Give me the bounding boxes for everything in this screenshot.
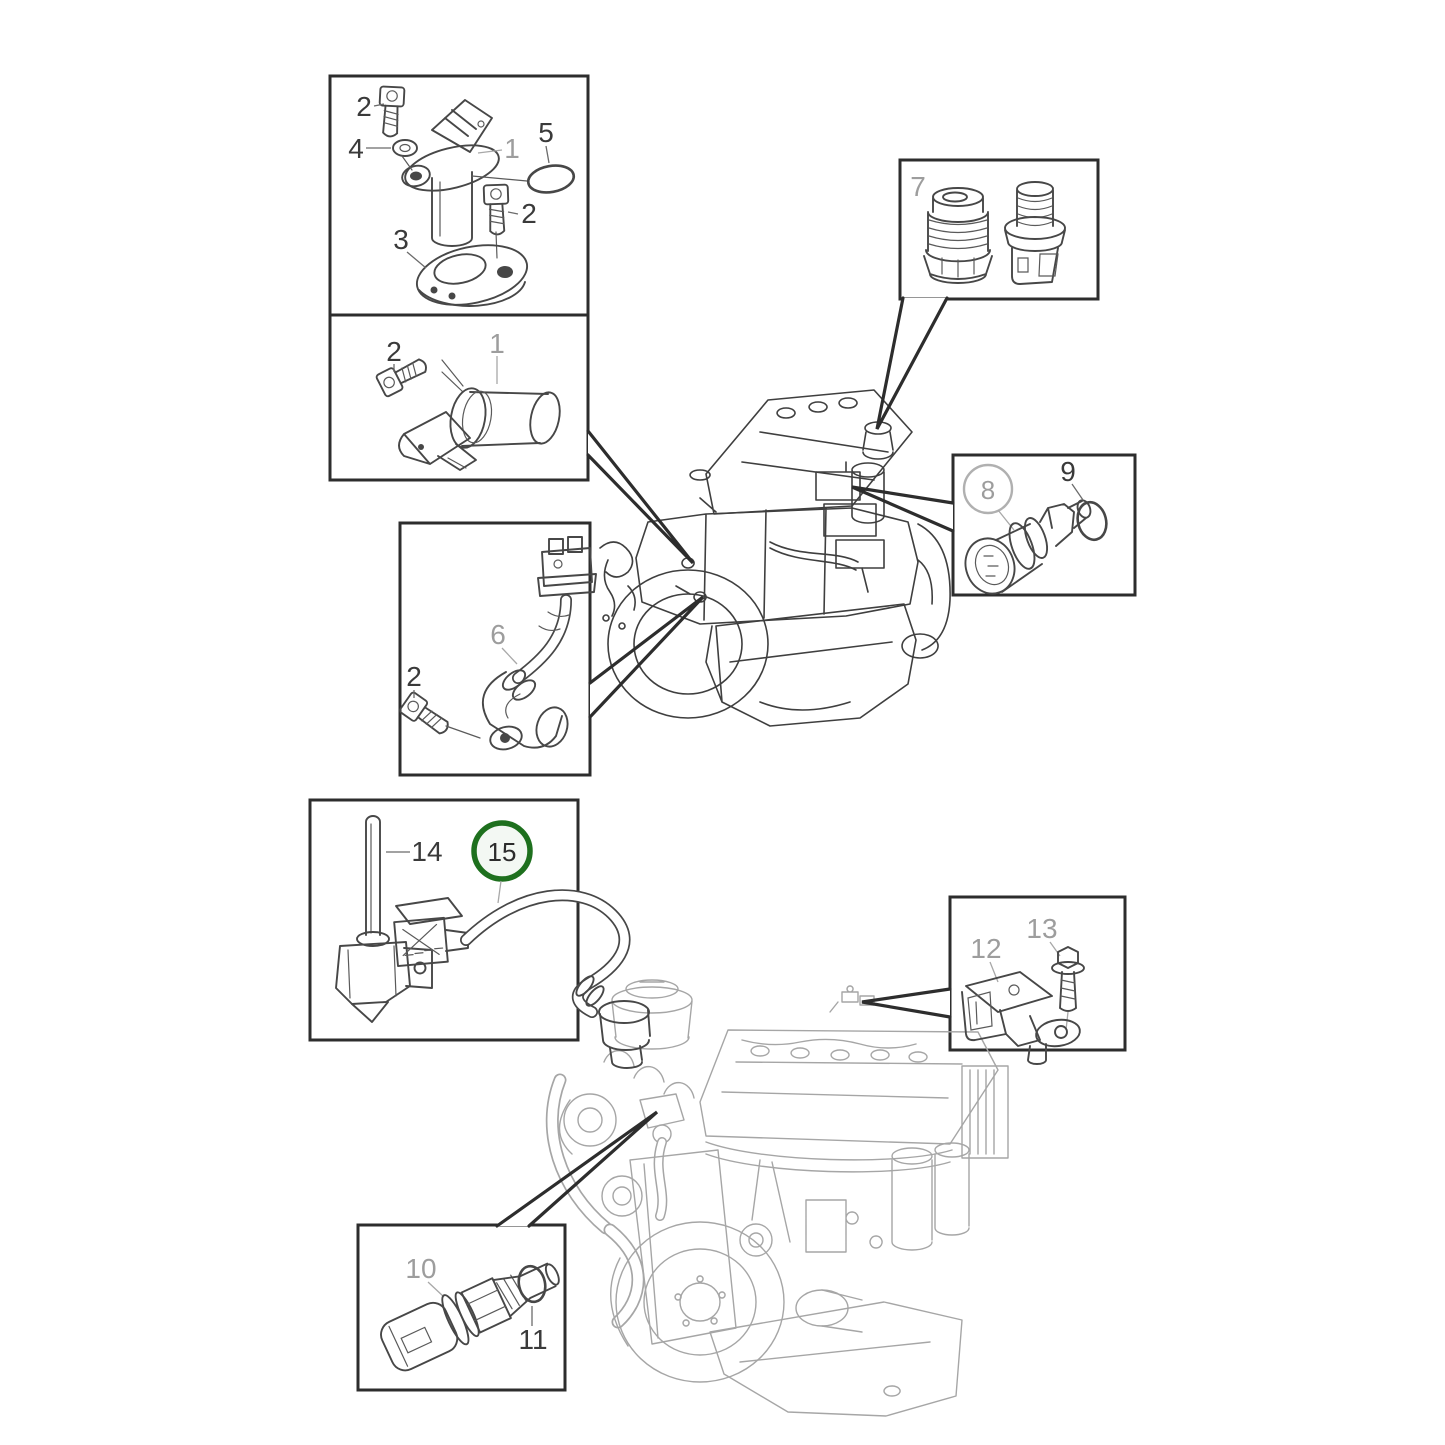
part-label-cam-bolt-upper[interactable]: 2	[356, 91, 372, 122]
pressure-sensor-part	[964, 499, 1092, 595]
highlight-callout-ring[interactable]	[471, 820, 533, 882]
part-label-cam-sensor[interactable]: 1	[504, 133, 520, 164]
camshaft-sensor-kit-group: 2 4 1 5 2 3	[348, 85, 576, 307]
bolt-axis-line	[445, 725, 481, 739]
label-leader-10	[427, 1281, 445, 1298]
pointer-wedge-speed-sensor	[586, 429, 695, 565]
map-sensor-part	[961, 971, 1081, 1065]
part-label-crank-sensor[interactable]: 6	[490, 619, 506, 650]
map-bolt-part	[1051, 946, 1085, 1031]
pointer-wedge-temp-sensor	[495, 1110, 659, 1228]
speed-sensor-group: 2 1	[374, 328, 561, 471]
pointer-wedge-crankshaft-sensor	[588, 595, 705, 719]
part-label-pressure-sensor[interactable]: 8	[981, 475, 995, 505]
engine-top-illustration	[599, 389, 951, 727]
part-label-map-bolt[interactable]: 13	[1026, 913, 1057, 944]
part-label-map-sensor[interactable]: 12	[970, 933, 1001, 964]
pointer-wedges	[495, 296, 955, 1228]
part-label-speed-sensor[interactable]: 1	[489, 328, 505, 359]
threaded-sensor-part	[1004, 181, 1066, 285]
crankshaft-sensor-group: 6 2	[397, 536, 597, 751]
part-label-temp-sensor[interactable]: 10	[405, 1253, 436, 1284]
callout-box-crankshaft-sensor	[398, 521, 592, 777]
part-label-speed-bolt[interactable]: 2	[386, 336, 402, 367]
part-label-position-sensor[interactable]: 15	[488, 837, 517, 867]
washer-hole	[399, 143, 411, 153]
part-label-pressure-oring[interactable]: 9	[1060, 456, 1076, 487]
pointer-wedge-pressure-sensor	[851, 485, 955, 533]
camshaft-sensor-part	[401, 99, 528, 247]
callout-box-temp-sensor	[356, 1223, 567, 1392]
crankshaft-sensor-part	[481, 536, 597, 751]
pressure-sensor-group: 8 9	[962, 456, 1108, 595]
part-label-temp-oring[interactable]: 11	[518, 1324, 547, 1355]
part-label-cam-oring[interactable]: 5	[538, 117, 554, 148]
assembly-lines	[441, 359, 464, 393]
map-sensor-group: 12 13	[961, 913, 1085, 1065]
muted-callout-ring[interactable]	[962, 463, 1014, 515]
threaded-plug-part	[923, 187, 993, 284]
oil-level-and-position-sensor-group: 14 15	[335, 815, 651, 1069]
temp-sensor-group: 10 11	[380, 1253, 560, 1372]
speed-sensor-part	[398, 387, 561, 471]
pointer-wedge-plug-pair	[875, 296, 949, 430]
label-leaders	[366, 103, 550, 269]
part-label-plug-pair[interactable]: 7	[910, 171, 926, 202]
plug-sensor-pair-group: 7	[910, 171, 1066, 285]
washer-part	[392, 139, 418, 157]
callout-box-map-sensor	[948, 895, 1127, 1052]
adapter-flange-part	[415, 244, 529, 307]
engine-bottom-illustration	[545, 979, 1009, 1417]
part-label-cam-washer[interactable]: 4	[348, 133, 364, 164]
part-label-cam-flange[interactable]: 3	[393, 224, 409, 255]
label-leader-1	[477, 149, 503, 154]
temp-sensor-part	[380, 1262, 560, 1372]
oring-part	[1076, 500, 1108, 542]
part-label-cam-bolt-lower[interactable]: 2	[521, 198, 537, 229]
part-label-oil-level-sensor[interactable]: 14	[411, 836, 442, 867]
part-label-crank-bolt[interactable]: 2	[406, 661, 422, 692]
oring-part	[526, 164, 576, 194]
oring-part	[517, 1264, 547, 1304]
pointer-wedge-map-sensor	[861, 987, 952, 1019]
position-sensor-part	[393, 889, 651, 1069]
label-leader-9	[1071, 483, 1084, 501]
oil-level-sensor-part	[335, 815, 433, 1023]
label-leader-15	[497, 880, 502, 904]
label-leader-6	[501, 647, 518, 665]
callout-box-plug-sensor-pair	[898, 158, 1100, 301]
